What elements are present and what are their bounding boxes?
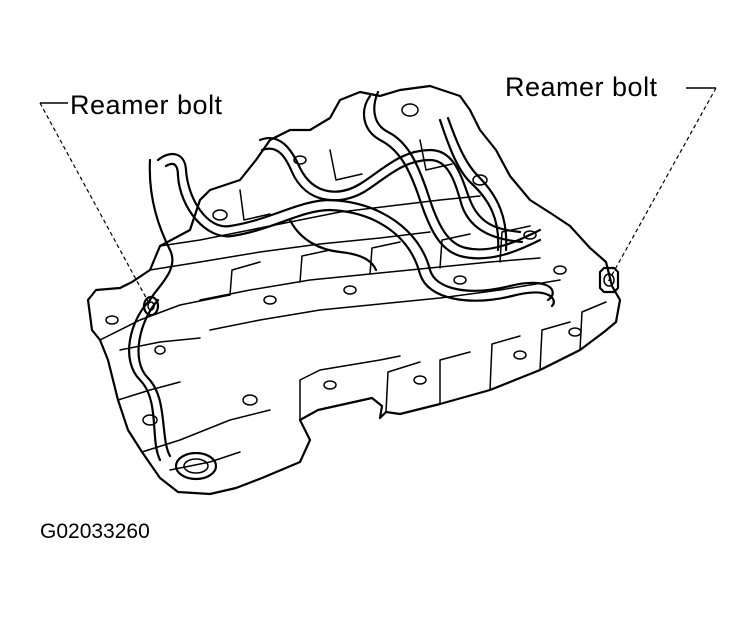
left-reamer-bolt bbox=[142, 295, 160, 317]
left-reamer-bolt-label: Reamer bolt bbox=[70, 90, 223, 120]
valve-body-plate bbox=[86, 280, 622, 496]
left-leader-line bbox=[39, 102, 151, 306]
right-reamer-bolt-label: Reamer bolt bbox=[505, 72, 658, 102]
right-reamer-bolt bbox=[598, 266, 620, 294]
right-leader-line bbox=[607, 87, 717, 283]
valve-body-upper bbox=[130, 84, 614, 331]
figure-id-caption: G02033260 bbox=[40, 520, 150, 543]
oil-tubes bbox=[128, 90, 555, 462]
